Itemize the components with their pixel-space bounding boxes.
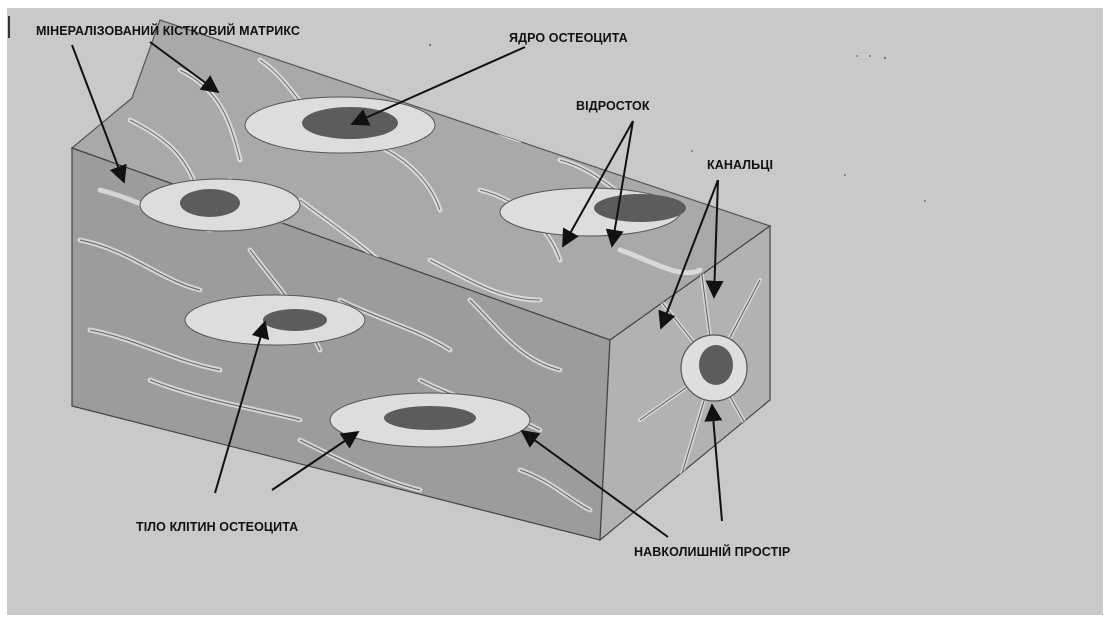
label-process: ВІДРОСТОК (576, 99, 650, 113)
label-osteocyte-nucleus: ЯДРО ОСТЕОЦИТА (509, 31, 628, 45)
osteocyte-nucleus (263, 309, 327, 331)
osteocyte-nucleus (594, 194, 686, 222)
osteocyte-nucleus (180, 189, 240, 217)
label-cell-body: ТІЛО КЛІТИН ОСТЕОЦИТА (136, 520, 298, 534)
label-canaliculi: КАНАЛЬЦІ (707, 158, 773, 172)
label-surrounding-space: НАВКОЛИШНІЙ ПРОСТІР (634, 544, 790, 559)
label-mineralized-matrix: МІНЕРАЛІЗОВАНИЙ КІСТКОВИЙ МАТРИКС (36, 23, 300, 38)
osteocyte-nucleus (302, 107, 398, 139)
left-edge-mark (8, 16, 10, 38)
osteocyte-nucleus (384, 406, 476, 430)
osteocyte-nucleus-side (699, 345, 733, 385)
